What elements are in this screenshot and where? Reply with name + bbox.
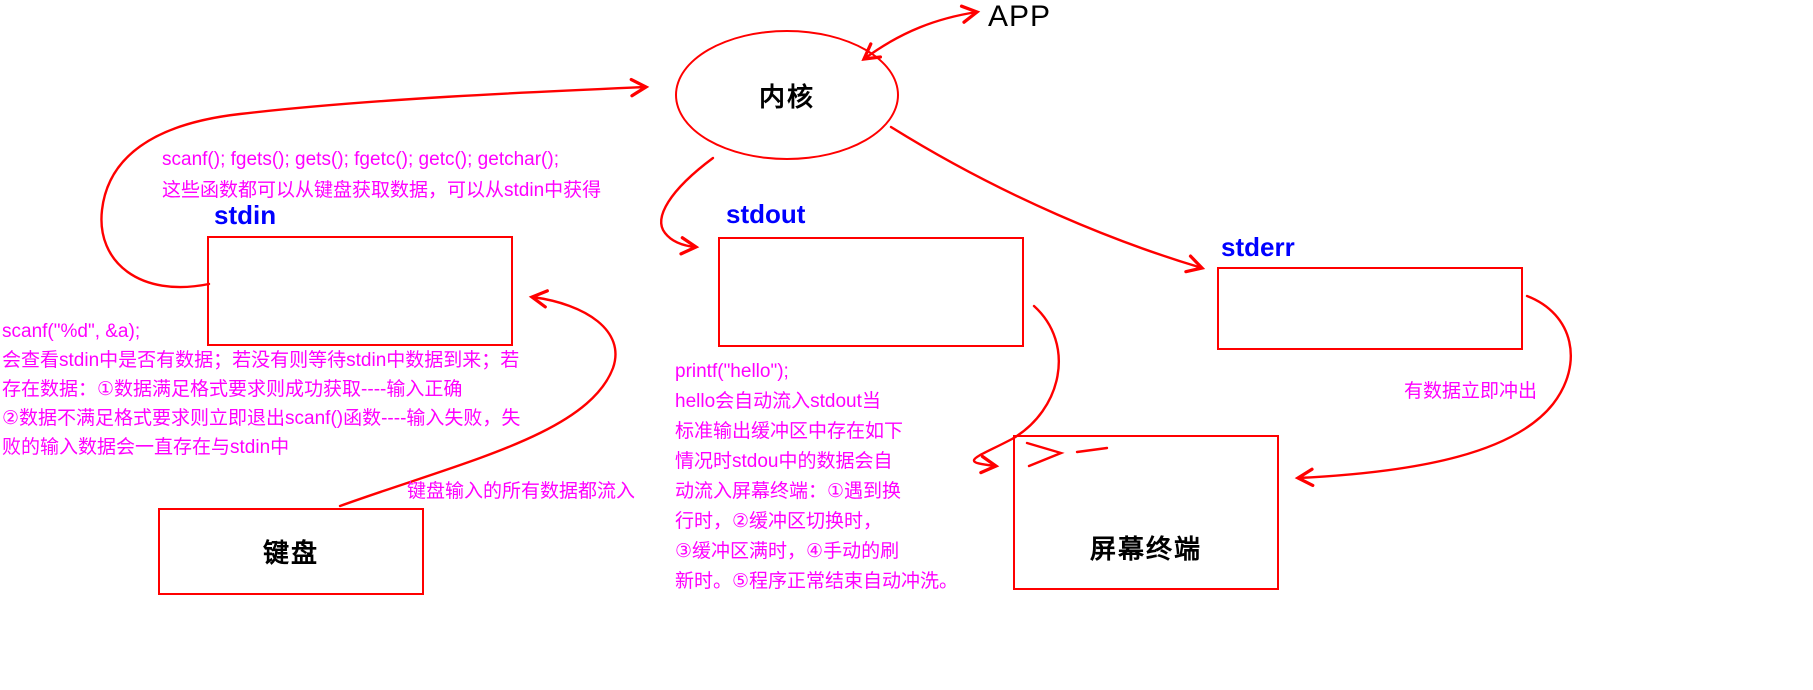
stdout-label: stdout xyxy=(726,199,806,229)
note-line: 情况时stdou中的数据会自 xyxy=(675,451,893,472)
kernel-node: 内核 xyxy=(675,30,899,160)
terminal-box: 屏幕终端 xyxy=(1013,435,1279,590)
note-line: scanf(); fgets(); gets(); fgetc(); getc(… xyxy=(162,149,559,170)
stdin-box xyxy=(207,236,513,346)
arrow-kernel-app xyxy=(861,4,981,61)
note-line: ③缓冲区满时，④手动的刷 xyxy=(675,541,900,562)
stderr-flush-note: 有数据立即冲出 xyxy=(1404,381,1538,402)
note-line: 标准输出缓冲区中存在如下 xyxy=(675,421,904,442)
kernel-label: 内核 xyxy=(758,81,815,112)
note-line: printf("hello"); xyxy=(675,361,789,382)
stdout-box xyxy=(718,237,1024,347)
note-line: 动流入屏幕终端：①遇到换 xyxy=(675,481,902,502)
note-line: 败的输入数据会一直存在与stdin中 xyxy=(2,437,290,458)
keyboard-box: 键盘 xyxy=(158,508,424,595)
note-line: 这些函数都可以从键盘获取数据，可以从stdin中获得 xyxy=(162,180,602,201)
note-line: 会查看stdin中是否有数据；若没有则等待stdin中数据到来；若 xyxy=(2,350,520,371)
note-line: hello会自动流入stdout当 xyxy=(675,391,881,412)
scanf-note: scanf("%d", &a); 会查看stdin中是否有数据；若没有则等待st… xyxy=(2,317,520,462)
stderr-label: stderr xyxy=(1221,232,1295,262)
note-line: scanf("%d", &a); xyxy=(2,321,141,342)
note-line: 行时，②缓冲区切换时， xyxy=(675,511,883,532)
note-line: 存在数据：①数据满足格式要求则成功获取----输入正确 xyxy=(2,379,463,400)
arrow-kernel-to-stdout xyxy=(660,156,715,256)
note-line: ②数据不满足格式要求则立即退出scanf()函数----输入失败，失 xyxy=(2,408,521,429)
note-line: 新时。⑤程序正常结束自动冲洗。 xyxy=(675,571,959,592)
stderr-box xyxy=(1217,267,1523,350)
terminal-label: 屏幕终端 xyxy=(1089,534,1202,564)
stdin-label: stdin xyxy=(214,200,277,230)
keyboard-flow-note: 键盘输入的所有数据都流入 xyxy=(407,481,636,502)
printf-note: printf("hello"); hello会自动流入stdout当 标准输出缓… xyxy=(675,357,958,597)
app-label: APP xyxy=(988,0,1052,33)
keyboard-label: 键盘 xyxy=(262,538,319,568)
stdin-functions-note: scanf(); fgets(); gets(); fgetc(); getc(… xyxy=(162,144,601,206)
